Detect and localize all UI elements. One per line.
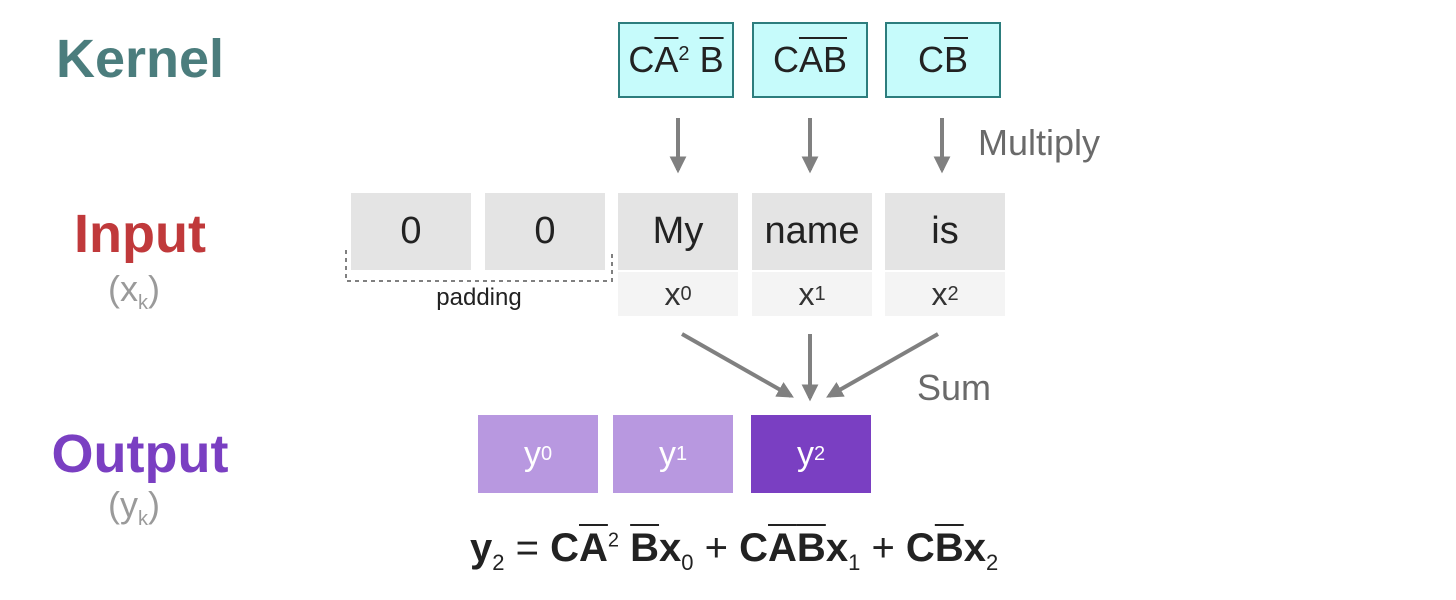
padding-bracket	[345, 250, 613, 282]
kernel-label: Kernel	[55, 29, 225, 89]
sum-arrow-right	[826, 332, 939, 398]
input-label: Input	[74, 204, 206, 264]
padding-label: padding	[436, 284, 522, 311]
multiply-label: Multiply	[978, 122, 1101, 163]
input-cell-token-2: is	[885, 193, 1005, 270]
output-equation: y2 = CA2 Bx0 + CABx1 + CBx2	[470, 526, 999, 575]
output-sublabel: (yk)	[108, 484, 160, 531]
output-label: Output	[51, 424, 229, 484]
input-cell-token-1: name	[752, 193, 872, 270]
sum-arrow-left	[681, 332, 794, 398]
input-cell-pad-1: 0	[351, 193, 471, 270]
input-cell-pad-2: 0	[485, 193, 605, 270]
input-sublabel: (xk)	[108, 268, 160, 315]
sum-label: Sum	[917, 367, 992, 408]
input-cell-token-0: My	[618, 193, 738, 270]
